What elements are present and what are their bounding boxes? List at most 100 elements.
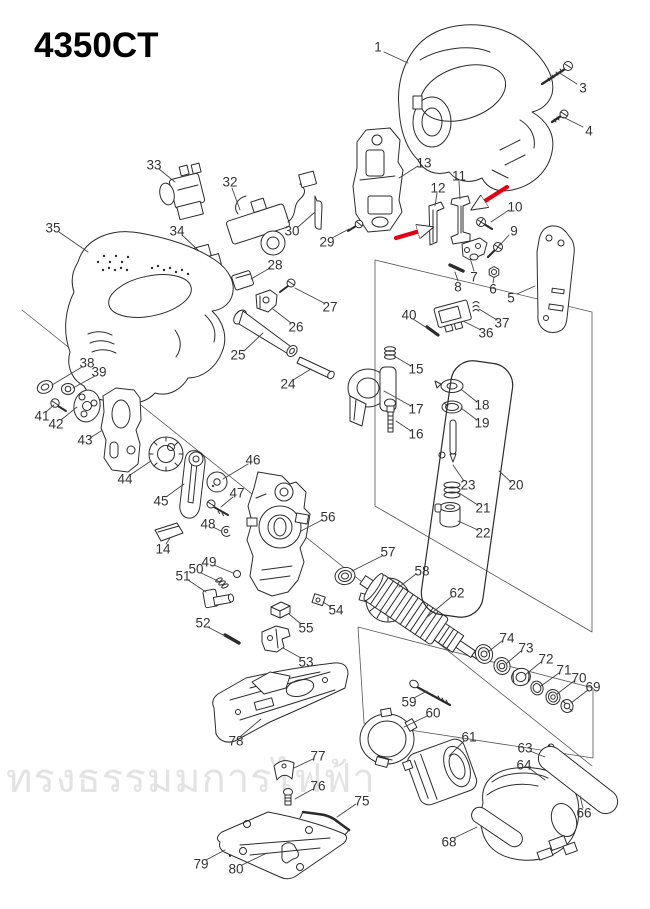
leader-line-78 bbox=[240, 718, 262, 737]
leader-line-17 bbox=[383, 390, 412, 407]
leader-line-22 bbox=[457, 520, 479, 531]
part-label-59: 59 bbox=[401, 695, 416, 710]
leader-line-40 bbox=[412, 318, 428, 329]
leader-line-74 bbox=[487, 640, 503, 653]
leader-line-61 bbox=[448, 740, 465, 757]
part-50-spring bbox=[215, 577, 229, 589]
leader-line-6 bbox=[492, 276, 495, 284]
part-label-5: 5 bbox=[507, 291, 515, 306]
part-label-11: 11 bbox=[452, 169, 466, 184]
part-label-64: 64 bbox=[516, 758, 532, 773]
part-label-29: 29 bbox=[319, 235, 334, 250]
part-60-baffle-ring bbox=[359, 707, 418, 768]
part-label-32: 32 bbox=[222, 175, 237, 190]
part-3-screw bbox=[540, 61, 573, 86]
part-38-oring bbox=[36, 380, 54, 394]
part-label-66: 66 bbox=[576, 806, 591, 821]
part-12-holder-strip bbox=[428, 201, 445, 246]
part-77-saddle bbox=[273, 760, 295, 781]
part-13-housing-section bbox=[352, 127, 404, 233]
part-56-gear-housing bbox=[246, 471, 311, 597]
part-label-14: 14 bbox=[155, 542, 171, 557]
part-62-armature bbox=[359, 573, 480, 660]
leader-line-5 bbox=[516, 285, 536, 295]
leader-line-66 bbox=[579, 795, 584, 809]
leader-line-16 bbox=[395, 420, 412, 432]
leader-line-47 bbox=[220, 496, 234, 508]
leader-line-18 bbox=[461, 389, 478, 403]
part-label-20: 20 bbox=[508, 478, 523, 493]
leader-line-50 bbox=[200, 572, 219, 582]
part-label-33: 33 bbox=[146, 158, 161, 173]
part-label-25: 25 bbox=[230, 348, 245, 363]
page-title: 4350CT bbox=[34, 26, 159, 65]
leader-line-14 bbox=[165, 537, 171, 545]
part-1-housing-right bbox=[398, 24, 554, 192]
part-70-bearing bbox=[545, 689, 561, 705]
leader-line-63 bbox=[529, 750, 546, 758]
part-label-69: 69 bbox=[585, 680, 600, 695]
part-20-panel bbox=[420, 360, 514, 618]
part-71-washer bbox=[530, 680, 544, 696]
part-10-screw bbox=[476, 217, 494, 231]
part-7-bracket bbox=[461, 237, 488, 261]
leader-line-58 bbox=[398, 573, 417, 588]
part-80-cover-plate bbox=[216, 811, 348, 880]
leader-line-33 bbox=[158, 168, 176, 183]
part-label-78: 78 bbox=[228, 734, 243, 749]
leader-line-26 bbox=[272, 308, 292, 324]
part-label-39: 39 bbox=[91, 365, 106, 380]
watermark-text: ทรงธรรมมการไฟฟ้า bbox=[6, 757, 376, 801]
leader-line-52 bbox=[207, 626, 226, 637]
leader-line-57 bbox=[351, 555, 383, 572]
part-label-60: 60 bbox=[425, 706, 440, 721]
part-59-screw bbox=[409, 679, 452, 707]
part-74-bearing bbox=[474, 644, 494, 664]
part-label-34: 34 bbox=[169, 224, 185, 239]
part-label-63: 63 bbox=[517, 741, 532, 756]
part-label-40: 40 bbox=[401, 308, 416, 323]
part-label-46: 46 bbox=[245, 453, 260, 468]
leader-line-21 bbox=[458, 492, 479, 506]
leader-line-43 bbox=[89, 430, 102, 439]
leader-line-69 bbox=[570, 689, 589, 704]
leader-line-79 bbox=[205, 849, 226, 861]
part-49-ball bbox=[233, 570, 241, 578]
artwork: Makita bbox=[36, 24, 619, 880]
part-30-wire bbox=[314, 195, 323, 230]
part-52-pin bbox=[223, 633, 241, 645]
leader-line-35 bbox=[58, 231, 89, 253]
part-9-screw bbox=[486, 242, 503, 259]
part-57-bearing bbox=[334, 566, 356, 586]
part-label-19: 19 bbox=[474, 416, 489, 431]
leader-lines bbox=[45, 51, 589, 866]
leader-line-72 bbox=[524, 661, 542, 676]
part-label-80: 80 bbox=[228, 862, 243, 877]
part-label-77: 77 bbox=[310, 749, 325, 764]
part-label-6: 6 bbox=[489, 282, 497, 297]
leader-line-62 bbox=[425, 596, 452, 619]
part-label-4: 4 bbox=[585, 124, 593, 139]
part-label-70: 70 bbox=[571, 671, 586, 686]
leader-line-51 bbox=[187, 579, 207, 593]
part-27-screw bbox=[279, 278, 296, 293]
part-41-screw bbox=[50, 398, 67, 412]
part-label-10: 10 bbox=[507, 200, 522, 215]
part-label-9: 9 bbox=[510, 224, 518, 239]
part-label-43: 43 bbox=[77, 433, 92, 448]
part-32-controller bbox=[226, 170, 318, 256]
part-42-cam-plate bbox=[73, 389, 101, 423]
leader-line-36 bbox=[462, 320, 482, 331]
arrow-at-part-12 bbox=[393, 228, 430, 241]
part-label-23: 23 bbox=[460, 478, 475, 493]
part-26-clamp bbox=[255, 289, 278, 313]
part-label-37: 37 bbox=[494, 316, 509, 331]
leader-line-60 bbox=[403, 715, 428, 728]
leader-line-30 bbox=[297, 211, 316, 228]
leader-line-10 bbox=[490, 209, 510, 223]
leader-line-19 bbox=[460, 407, 478, 421]
part-label-49: 49 bbox=[201, 555, 216, 570]
leader-line-9 bbox=[499, 234, 510, 246]
part-label-27: 27 bbox=[322, 300, 337, 315]
